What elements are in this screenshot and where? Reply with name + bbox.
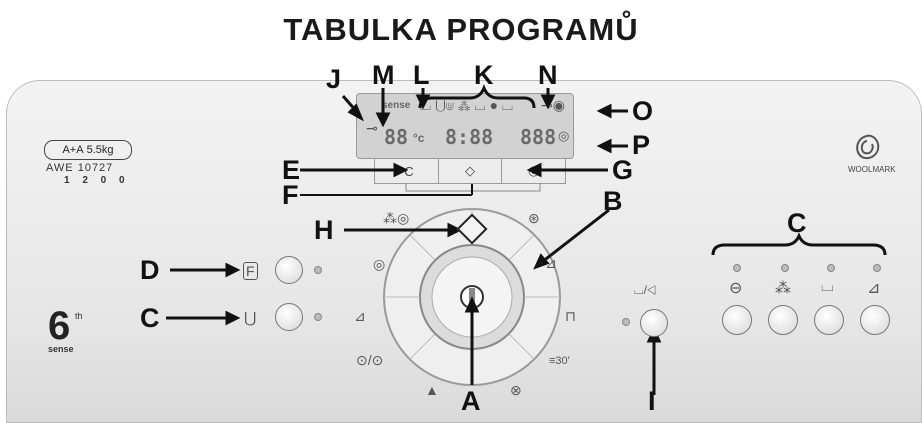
label-c-left: C	[140, 303, 160, 333]
label-i: I	[648, 386, 656, 416]
label-a: A	[461, 386, 481, 416]
option-button-1[interactable]	[722, 305, 752, 335]
sixth-sense-sup: th	[75, 311, 83, 321]
label-c-right: C	[787, 208, 807, 238]
program-rinse-spin-icon: ⁂◎	[383, 210, 410, 226]
led-i	[622, 318, 630, 326]
program-delicates-icon: ⊙/⊙	[356, 352, 384, 368]
option-button-d[interactable]	[275, 256, 303, 284]
option-button-4[interactable]	[860, 305, 890, 335]
led-option-2	[781, 264, 789, 272]
lcd-display	[356, 93, 574, 159]
woolmark-icon	[856, 134, 880, 160]
sense-word: sense	[48, 344, 74, 354]
program-cotton-icon: ⊗	[510, 382, 522, 398]
rinse-hold-icon: ⌴	[821, 278, 834, 295]
start-pause-small-button[interactable]: ◇	[439, 159, 503, 183]
woolmark-text: WOOLMARK	[848, 165, 896, 174]
led-option-4	[873, 264, 881, 272]
easy-iron-icon: ⊿	[867, 280, 881, 297]
delay-start-icon: ⌴/◁	[634, 283, 657, 297]
key-icon: ⊸	[366, 120, 378, 136]
delay-start-button[interactable]	[640, 309, 668, 337]
program-wool-icon: ▲	[425, 382, 439, 398]
label-k: K	[474, 60, 494, 90]
option-f-icon: F	[243, 262, 258, 280]
display-sense-text: sense	[382, 100, 411, 111]
energy-badge: A+A 5.5kg	[44, 140, 132, 160]
sixth-sense-logo: 6	[48, 304, 71, 348]
label-d: D	[140, 255, 160, 285]
display-temp-unit: °c	[413, 131, 425, 145]
label-l: L	[413, 60, 430, 90]
led-d	[314, 266, 322, 274]
label-m: M	[372, 60, 395, 90]
label-e: E	[282, 155, 301, 185]
page-title: TABULKA PROGRAMŮ	[283, 12, 639, 47]
display-time: 8:88	[445, 125, 494, 149]
spin-speed: 1 2 0 0	[64, 175, 130, 186]
led-option-1	[733, 264, 741, 272]
label-g: G	[612, 155, 634, 185]
option-button-2[interactable]	[768, 305, 798, 335]
model-number: AWE 10727	[46, 162, 114, 174]
display-spin: 888	[520, 125, 557, 149]
display-temp: 88	[384, 125, 409, 149]
extra-rinse-icon: ⁂	[775, 280, 791, 297]
energy-class: A+A	[62, 144, 84, 156]
phase-icons: ⌴ ⋃⋓ ⁂ ⌴ ● ⌴	[420, 97, 514, 113]
option-button-c[interactable]	[275, 303, 303, 331]
label-f: F	[282, 180, 299, 210]
label-p: P	[632, 130, 651, 160]
program-bio-icon: ⊛	[528, 210, 540, 226]
spin-indicator-icon: ◎	[558, 128, 570, 143]
program-spin-icon: ◎	[373, 256, 386, 272]
program-shirt-icon: ⊓	[565, 308, 576, 324]
label-o: O	[632, 96, 654, 126]
label-j: J	[326, 64, 342, 94]
label-h: H	[314, 215, 334, 245]
program-synthetics-icon: ⊿	[354, 308, 366, 324]
led-c	[314, 313, 322, 321]
option-button-3[interactable]	[814, 305, 844, 335]
label-n: N	[538, 60, 558, 90]
prewash-icon: ⋃	[244, 310, 257, 327]
eco-icon: ⊖	[729, 280, 743, 297]
led-option-3	[827, 264, 835, 272]
program-mix-icon: ⊿	[545, 255, 557, 271]
label-b: B	[603, 186, 623, 216]
capacity: 5.5kg	[86, 144, 114, 156]
program-30min-icon: ≡30'	[549, 355, 570, 367]
